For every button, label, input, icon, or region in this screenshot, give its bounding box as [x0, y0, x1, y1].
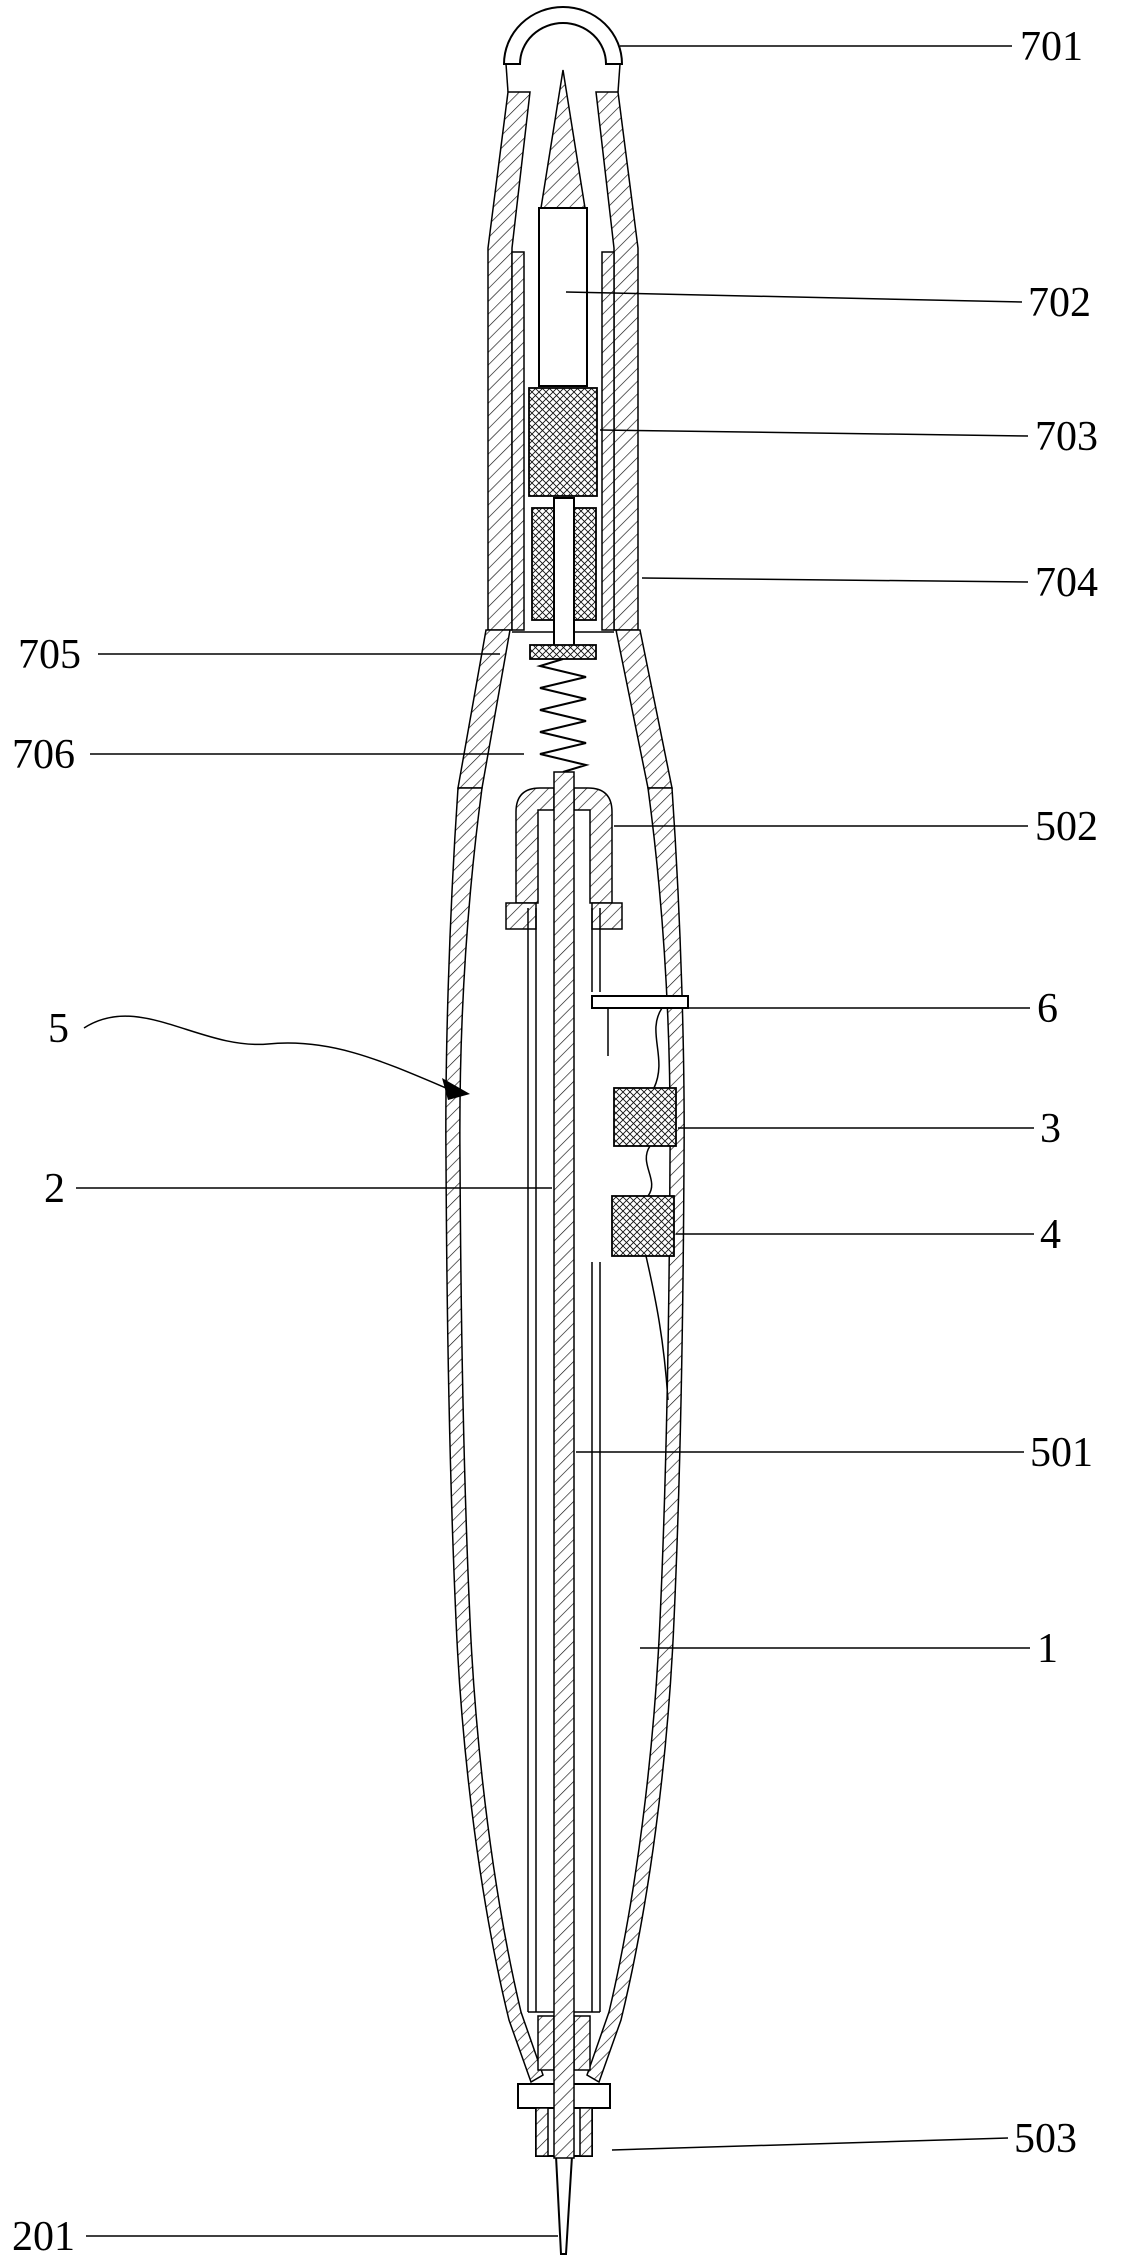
- end-plug-right: [573, 2015, 591, 2071]
- ref-label-502: 502: [1035, 804, 1098, 850]
- body-wall-right: [586, 787, 685, 2084]
- holder-502-foot-left: [505, 902, 537, 930]
- ref-label-1: 1: [1037, 1626, 1058, 1672]
- holder-502-left: [515, 787, 555, 904]
- washer-705: [529, 644, 597, 660]
- ref-label-501: 501: [1030, 1430, 1093, 1476]
- body-wall-left: [445, 787, 544, 2084]
- center-shaft-2: [553, 771, 575, 2159]
- leader-703: [599, 429, 1029, 437]
- ref-label-706: 706: [12, 732, 75, 778]
- crosshatch-block-704-left: [531, 507, 555, 621]
- inner-sleeve-left: [511, 251, 525, 631]
- plate-6: [591, 995, 689, 1009]
- writing-tip-201: [554, 2155, 574, 2255]
- ref-label-4: 4: [1040, 1212, 1061, 1258]
- holder-502-foot-right: [591, 902, 623, 930]
- reference-labels: 701 702 703 704 705 706 502 6 5 3 2 4 50…: [12, 24, 1098, 2260]
- collar-hatch-right: [579, 2107, 593, 2157]
- ref-label-704: 704: [1035, 560, 1098, 606]
- spring-706: [536, 658, 590, 773]
- shoulder-right: [615, 629, 673, 789]
- ref-label-5: 5: [48, 1006, 69, 1052]
- ref-label-503: 503: [1014, 2116, 1077, 2162]
- ref-label-6: 6: [1037, 986, 1058, 1032]
- block-4: [611, 1195, 675, 1257]
- ref-label-701: 701: [1020, 24, 1083, 70]
- wavy-wall-lower: [645, 1255, 669, 1401]
- body-assembly: [445, 787, 689, 2084]
- ref-label-2: 2: [44, 1166, 65, 1212]
- ref-label-703: 703: [1035, 414, 1098, 460]
- inner-rod-702: [538, 207, 588, 387]
- holder-502-right: [573, 787, 613, 904]
- ref-label-3: 3: [1040, 1106, 1061, 1152]
- leader-5-squiggle: [83, 1015, 447, 1089]
- wavy-wall-middle: [645, 1145, 653, 1197]
- inner-sleeve-right: [601, 251, 615, 631]
- crosshatch-block-703: [528, 387, 598, 497]
- leader-503: [611, 2137, 1009, 2151]
- crosshatch-block-704-right: [573, 507, 597, 621]
- leader-704: [641, 577, 1029, 583]
- block-3: [613, 1087, 677, 1147]
- wavy-wall-upper: [653, 1007, 663, 1089]
- plunger-cone: [540, 69, 586, 209]
- dome-connect-left: [505, 63, 509, 93]
- cap-dome-701: [502, 6, 624, 65]
- center-shaft-upper: [553, 497, 575, 647]
- upper-assembly: [457, 6, 673, 789]
- collar-hatch-left: [535, 2107, 549, 2157]
- leader-702: [565, 291, 1023, 303]
- end-plug-left: [537, 2015, 555, 2071]
- ref-label-201: 201: [12, 2214, 75, 2260]
- dome-connect-right: [617, 63, 621, 93]
- ref-label-705: 705: [18, 632, 81, 678]
- leader-5-arrowhead: [442, 1078, 470, 1100]
- ref-label-702: 702: [1028, 280, 1091, 326]
- leader-lines: [76, 45, 1034, 2237]
